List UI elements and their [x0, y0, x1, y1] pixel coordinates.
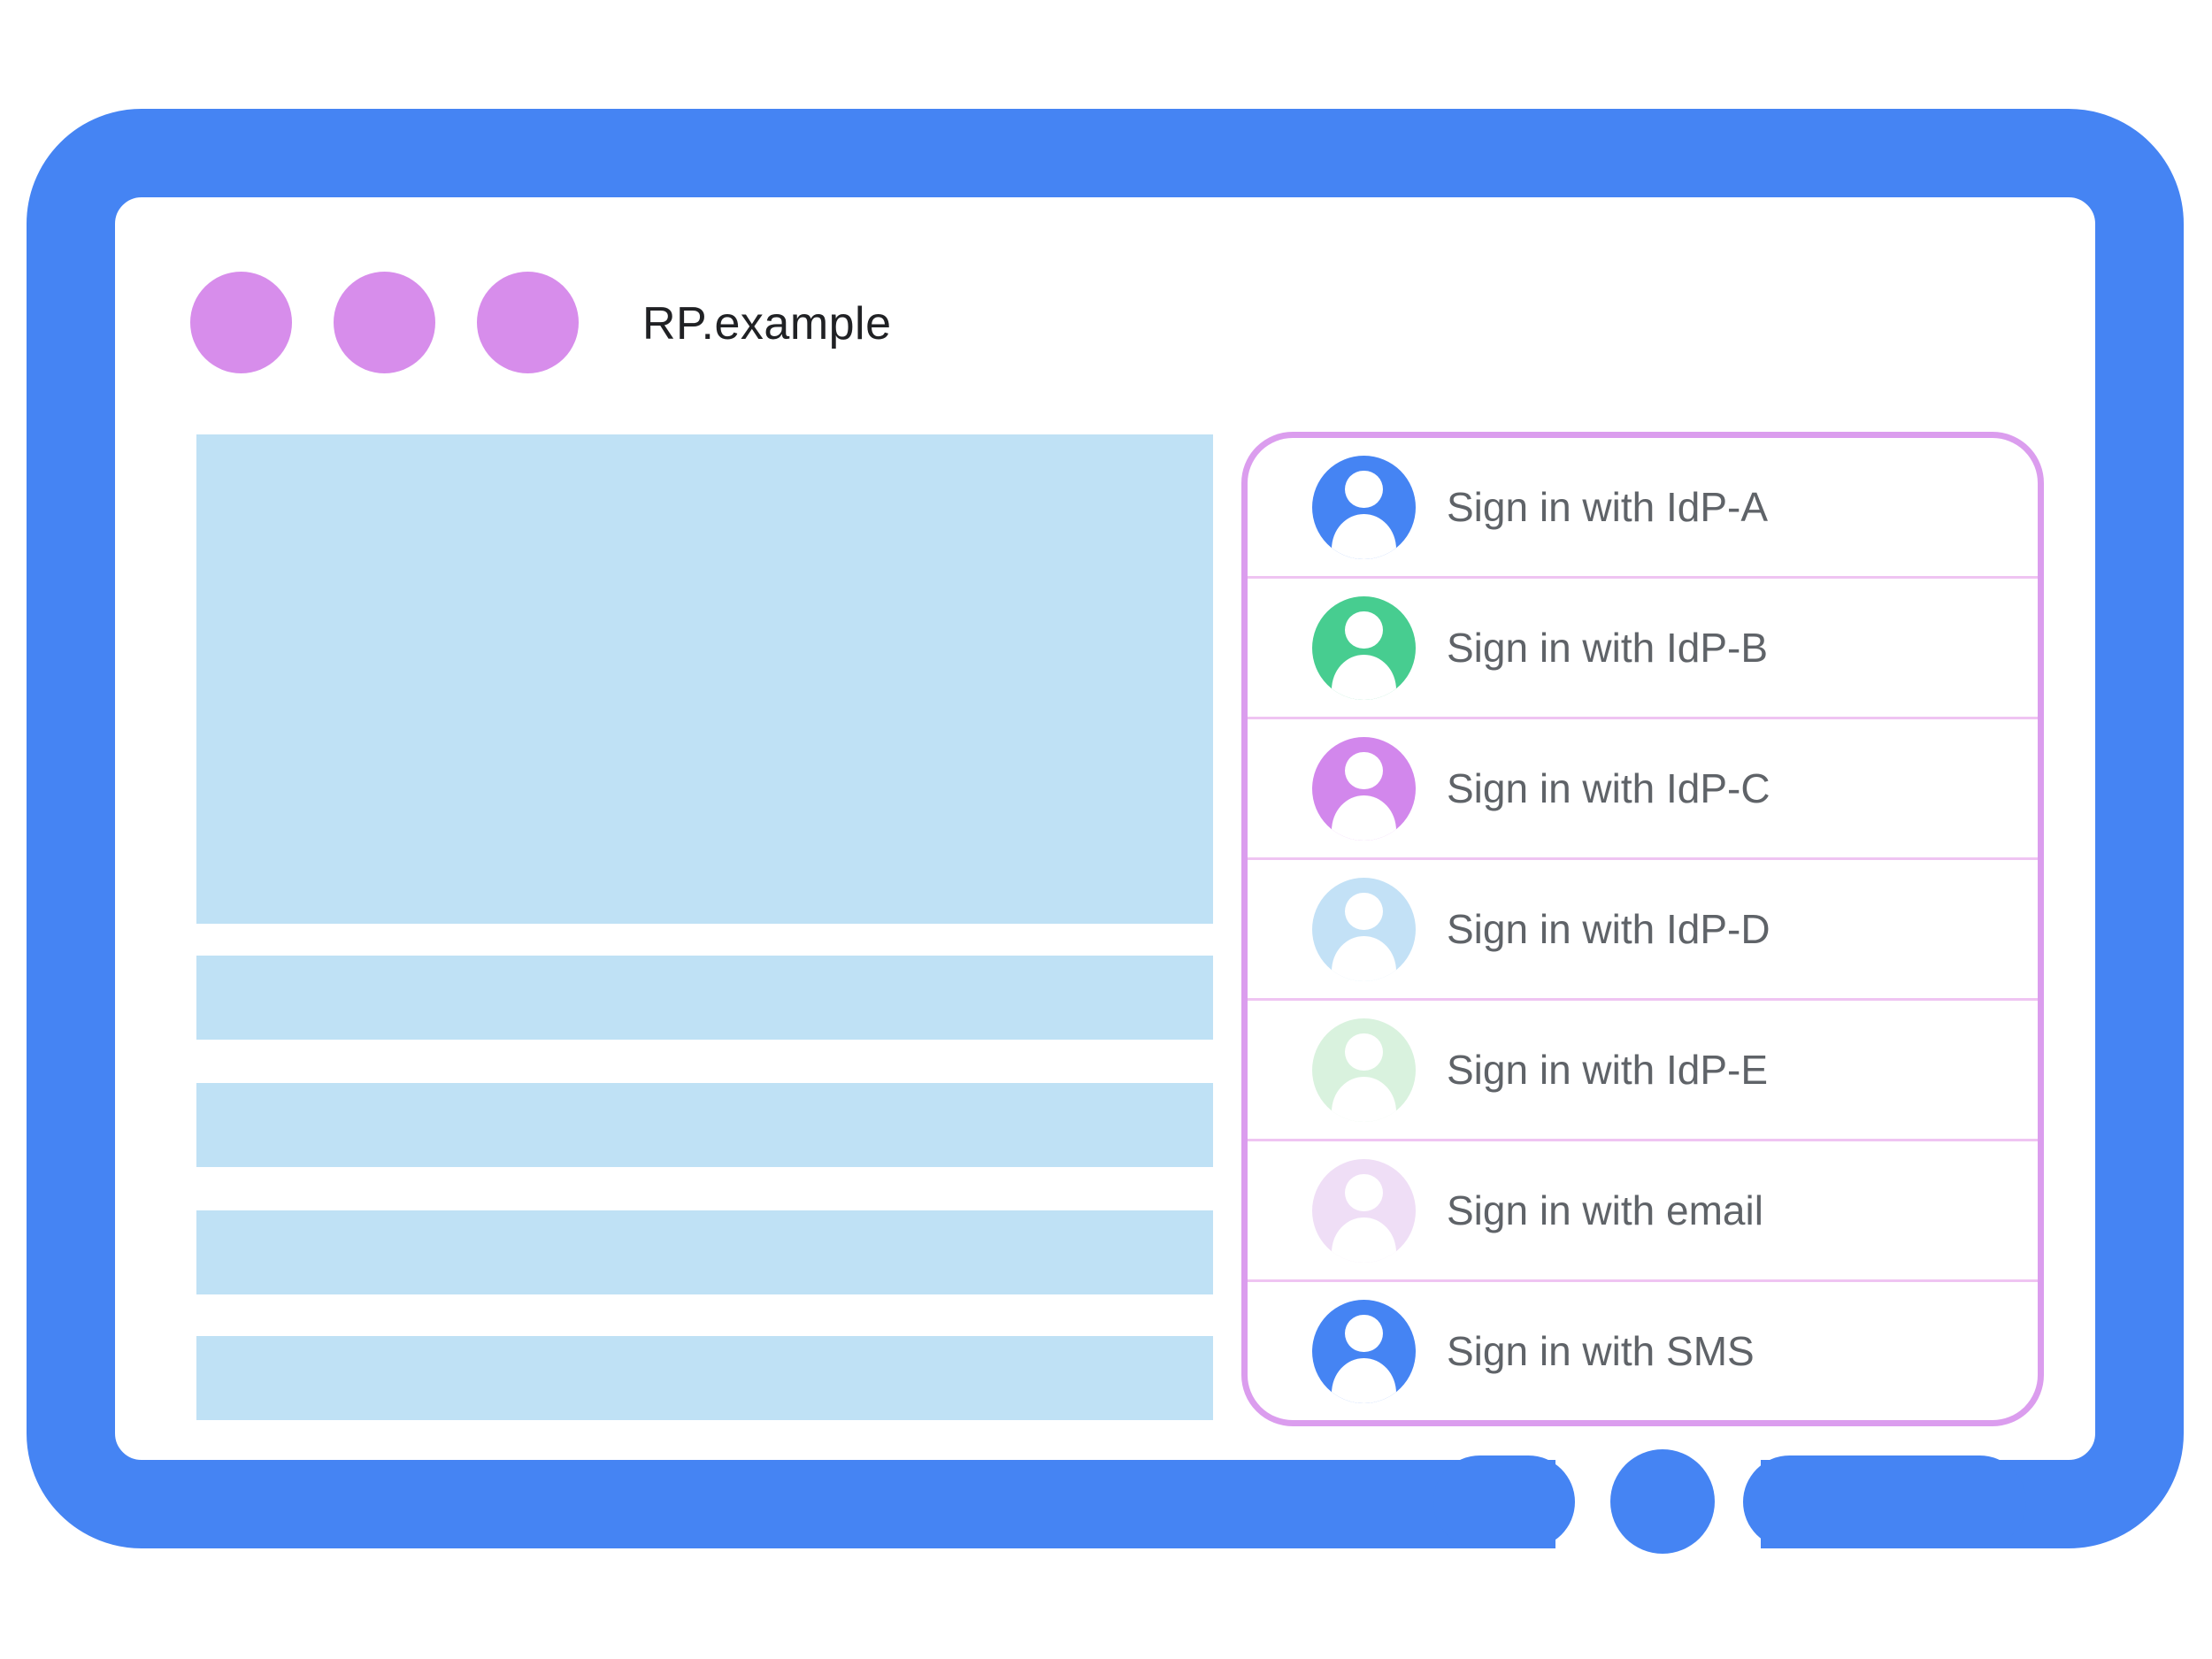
signin-option-label: Sign in with IdP-B: [1447, 625, 1769, 671]
content-placeholder-row-4: [196, 1336, 1213, 1420]
avatar-head: [1345, 1174, 1383, 1212]
window-control-dot-3: [477, 272, 579, 373]
signin-option-label: Sign in with email: [1447, 1187, 1763, 1233]
signin-option[interactable]: Sign in with IdP-C: [1248, 717, 2038, 857]
person-avatar-icon: [1312, 595, 1416, 700]
content-placeholder-row-3: [196, 1210, 1213, 1294]
window-control-dot-1: [190, 272, 292, 373]
avatar-torso: [1332, 1077, 1396, 1122]
person-avatar-icon: [1312, 1018, 1416, 1122]
person-avatar-icon: [1312, 1299, 1416, 1403]
content-placeholder-row-1: [196, 956, 1213, 1040]
avatar-head: [1345, 752, 1383, 790]
person-avatar-icon: [1312, 1158, 1416, 1263]
signin-option[interactable]: Sign in with IdP-A: [1248, 438, 2038, 576]
signin-option[interactable]: Sign in with SMS: [1248, 1279, 2038, 1420]
person-avatar-icon: [1312, 877, 1416, 981]
avatar-torso: [1332, 655, 1396, 700]
home-button-icon: [1610, 1449, 1715, 1554]
avatar-head: [1345, 893, 1383, 931]
window-control-dot-2: [334, 272, 435, 373]
signin-dialog: Sign in with IdP-A Sign in with IdP-B Si…: [1241, 432, 2044, 1426]
avatar-head: [1345, 1033, 1383, 1071]
avatar-head: [1345, 1315, 1383, 1353]
signin-option[interactable]: Sign in with IdP-E: [1248, 998, 2038, 1139]
signin-option[interactable]: Sign in with IdP-B: [1248, 576, 2038, 717]
signin-option-label: Sign in with IdP-D: [1447, 906, 1770, 952]
frame-bottom-bar-left-cap: [1433, 1455, 1575, 1548]
page-title: RP.example: [642, 298, 892, 349]
avatar-torso: [1332, 1217, 1396, 1263]
avatar-torso: [1332, 795, 1396, 841]
frame-bottom-bar-right-cap: [1743, 1455, 2026, 1548]
person-avatar-icon: [1312, 736, 1416, 841]
signin-option-label: Sign in with IdP-C: [1447, 765, 1770, 811]
signin-option-label: Sign in with SMS: [1447, 1328, 1755, 1374]
signin-option[interactable]: Sign in with email: [1248, 1139, 2038, 1279]
content-placeholder-row-2: [196, 1083, 1213, 1167]
signin-option-label: Sign in with IdP-A: [1447, 484, 1769, 530]
content-placeholder-hero: [196, 434, 1213, 924]
avatar-head: [1345, 611, 1383, 649]
signin-option-label: Sign in with IdP-E: [1447, 1047, 1769, 1093]
signin-option[interactable]: Sign in with IdP-D: [1248, 857, 2038, 998]
avatar-head: [1345, 471, 1383, 509]
person-avatar-icon: [1312, 455, 1416, 559]
avatar-torso: [1332, 936, 1396, 981]
avatar-torso: [1332, 514, 1396, 559]
avatar-torso: [1332, 1358, 1396, 1403]
